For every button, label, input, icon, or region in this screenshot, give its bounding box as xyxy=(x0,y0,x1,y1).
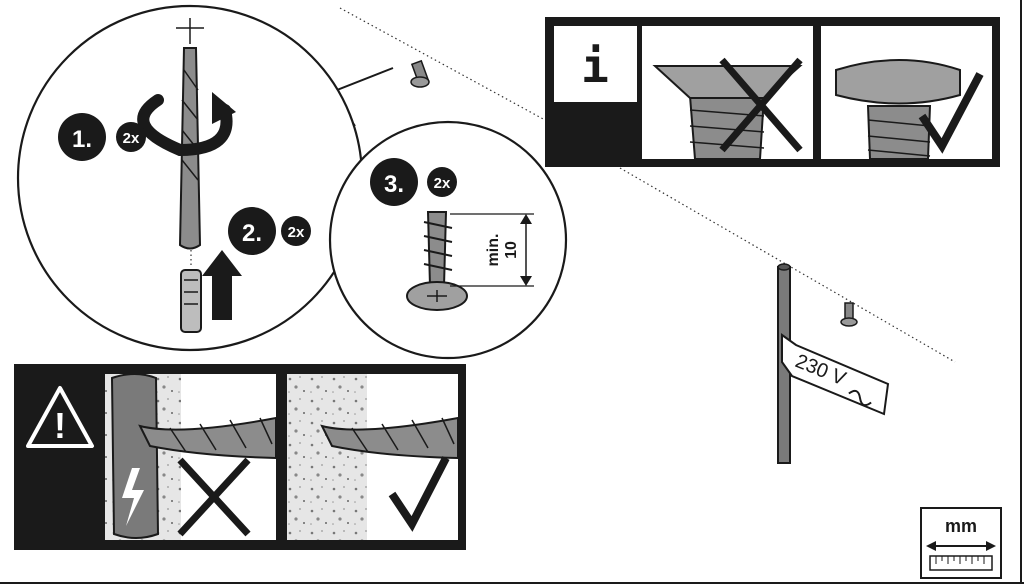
right-check-icon xyxy=(918,72,984,154)
units-label: mm xyxy=(945,516,977,536)
wall-screw-icon-top xyxy=(410,59,430,88)
cable-cross-icon xyxy=(177,457,251,537)
warning-glyph: ! xyxy=(54,405,66,446)
step-3-count: 2x xyxy=(434,175,451,192)
info-icon: i xyxy=(581,39,609,93)
cable-hit-cell xyxy=(105,373,277,540)
clear-check-icon xyxy=(388,456,450,532)
step-3-number: 3. xyxy=(384,171,404,198)
warning-panel: ! xyxy=(14,364,466,550)
ruler-icon xyxy=(929,555,993,571)
voltage-tag: 230 V xyxy=(781,333,890,416)
step-3-badge: 3. xyxy=(370,158,418,206)
screw-depth-detail: min. 10 xyxy=(328,120,568,360)
rotate-arrow-icon xyxy=(137,92,236,157)
step-1-badge: 1. xyxy=(58,113,106,161)
wrong-cross-icon xyxy=(719,57,803,153)
step-2-number: 2. xyxy=(242,220,262,247)
step-1-number: 1. xyxy=(72,126,92,153)
step-2-badge: 2. xyxy=(228,207,276,255)
insert-arrow-icon xyxy=(202,250,242,320)
step-2-count-badge: 2x xyxy=(281,216,311,246)
wall-guide-line-top xyxy=(339,7,546,121)
lightning-icon xyxy=(122,468,144,526)
clear-drill-cell xyxy=(287,374,459,540)
depth-label-value: 10 xyxy=(503,241,520,259)
depth-label-min: min. xyxy=(485,234,502,267)
step-2-count: 2x xyxy=(288,224,305,241)
wall-screw-icon-mid xyxy=(840,302,858,327)
wall-plug-icon xyxy=(180,250,202,333)
units-box: mm xyxy=(920,507,1002,579)
step-1-count-badge: 2x xyxy=(116,122,146,152)
screw-icon xyxy=(406,211,468,311)
wrong-screw-cell xyxy=(642,26,813,160)
ac-symbol-icon xyxy=(848,389,872,407)
warning-triangle-icon xyxy=(26,386,94,448)
right-screw-cell xyxy=(821,26,992,160)
drill-dowel-detail xyxy=(16,4,394,352)
step-3-count-badge: 2x xyxy=(427,167,457,197)
info-panel: i xyxy=(545,17,1000,167)
step-1-count: 2x xyxy=(123,130,140,147)
